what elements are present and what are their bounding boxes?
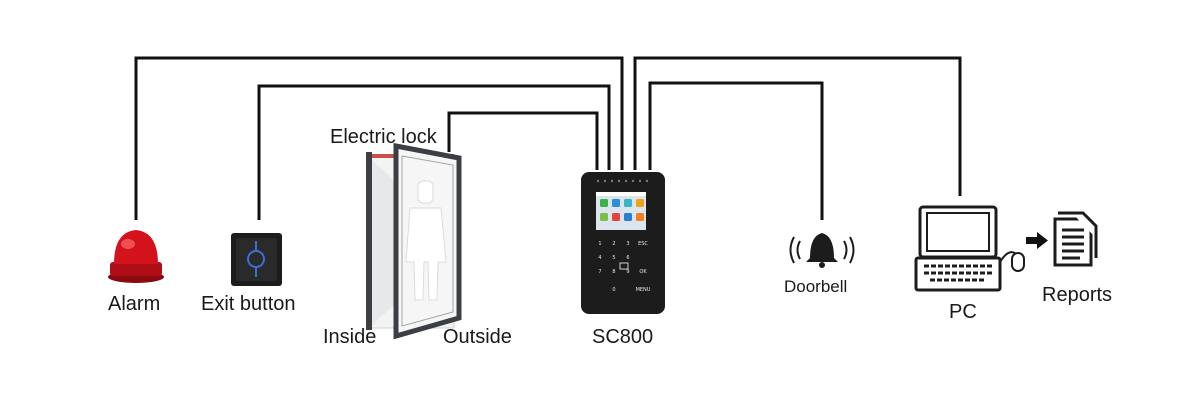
sc800-key: ESC bbox=[638, 241, 648, 247]
sc800-key: 7 bbox=[598, 269, 601, 275]
sc800-key: 6 bbox=[626, 255, 629, 261]
exit-button-icon bbox=[231, 233, 282, 286]
doorbell-label: Doorbell bbox=[784, 277, 848, 296]
wires bbox=[134, 56, 962, 220]
sc800-key: 1 bbox=[598, 241, 601, 247]
sc800-key: 4 bbox=[598, 255, 601, 261]
sc800-key: 5 bbox=[612, 255, 615, 261]
sc800-key: OK bbox=[639, 269, 647, 275]
pc-label: PC bbox=[949, 301, 977, 323]
sc800-keypad: 1 2 3 ESC 4 5 6 7 8 9 0 OK MENU bbox=[598, 241, 650, 293]
wire-exit-button bbox=[257, 84, 611, 220]
sc800-key: 3 bbox=[626, 241, 629, 247]
alarm-icon bbox=[108, 230, 164, 283]
sc800-controller-icon bbox=[581, 172, 665, 314]
sc800-label: SC800 bbox=[592, 326, 654, 348]
alarm-label: Alarm bbox=[108, 293, 161, 315]
wire-doorbell bbox=[648, 81, 824, 220]
exit-button-label: Exit button bbox=[201, 293, 296, 315]
sc800-key: 9 bbox=[626, 269, 629, 275]
reports-icon bbox=[1053, 211, 1098, 267]
inside-label: Inside bbox=[323, 326, 377, 348]
arrow-icon bbox=[1026, 232, 1048, 249]
wire-pc bbox=[633, 56, 962, 196]
door-icon bbox=[366, 142, 462, 340]
wire-alarm bbox=[134, 56, 624, 220]
sc800-key: 0 bbox=[612, 287, 615, 293]
sc800-key: MENU bbox=[636, 287, 651, 293]
sc800-key: 8 bbox=[612, 269, 615, 275]
doorbell-icon bbox=[789, 233, 855, 268]
outside-label: Outside bbox=[443, 326, 512, 348]
electric-lock-label: Electric lock bbox=[330, 126, 437, 148]
reports-label: Reports bbox=[1042, 284, 1113, 306]
pc-icon bbox=[914, 205, 1025, 292]
sc800-key: 2 bbox=[612, 241, 615, 247]
wire-electric-lock bbox=[447, 111, 599, 170]
